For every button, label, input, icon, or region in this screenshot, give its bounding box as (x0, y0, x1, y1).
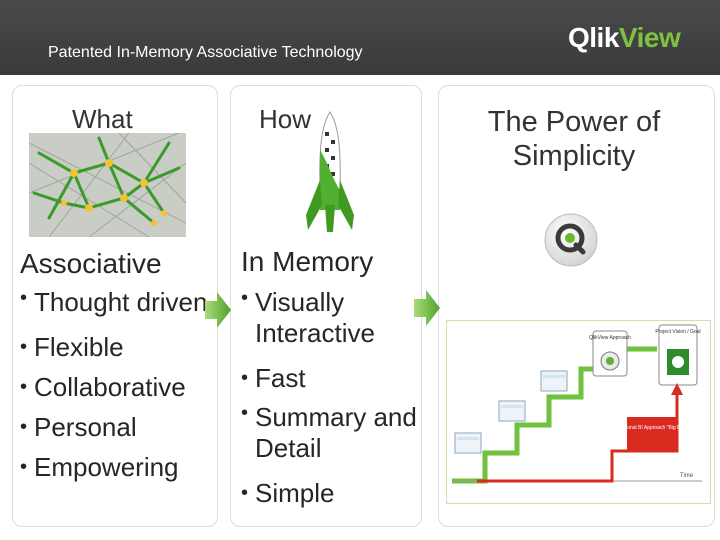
project-goal-label: Project Vision / Goal (655, 329, 700, 335)
qlikview-logo: QlikView (568, 22, 681, 54)
header-subtitle: Patented In-Memory Associative Technolog… (48, 44, 363, 61)
arrow-right-icon (205, 292, 231, 328)
what-list: Thought driven Flexible Collaborative Pe… (20, 283, 216, 487)
what-item-personal: Personal (20, 407, 216, 447)
neuron-network-image (29, 133, 186, 237)
logo-qlik: Qlik (568, 22, 619, 53)
how-item-fast: Fast (241, 358, 417, 398)
what-item-empowering: Empowering (20, 447, 216, 487)
how-title: How (259, 104, 312, 134)
time-label: Time (680, 473, 694, 479)
qlikview-approach-label: QlikView Approach (589, 335, 631, 341)
staircase-svg: QlikView Approach Project Vision / Goal … (452, 324, 702, 484)
how-item-visually-interactive: Visually Interactive (241, 283, 417, 349)
what-title: What (72, 104, 133, 134)
logo-view: View (618, 22, 681, 53)
how-item-simple: Simple (241, 473, 417, 513)
what-item-flexible: Flexible (20, 327, 216, 367)
header-bar: Patented In-Memory Associative Technolog… (0, 0, 720, 75)
traditional-bi-label: Traditional BI Approach "Big Bang" (613, 425, 690, 431)
power-title: The Power of Simplicity (487, 106, 661, 172)
what-item-thought-driven: Thought driven (20, 283, 216, 318)
qlikview-q-icon (544, 213, 598, 267)
how-list: Visually Interactive Fast Summary and De… (241, 283, 417, 513)
what-item-collaborative: Collaborative (20, 367, 216, 407)
what-heading: Associative (20, 248, 162, 279)
how-item-summary-detail: Summary and Detail (241, 398, 417, 464)
staircase-diagram: QlikView Approach Project Vision / Goal … (446, 320, 711, 504)
arrow-right-icon (414, 290, 440, 326)
rocket-icon (306, 111, 354, 232)
how-heading: In Memory (241, 246, 374, 277)
